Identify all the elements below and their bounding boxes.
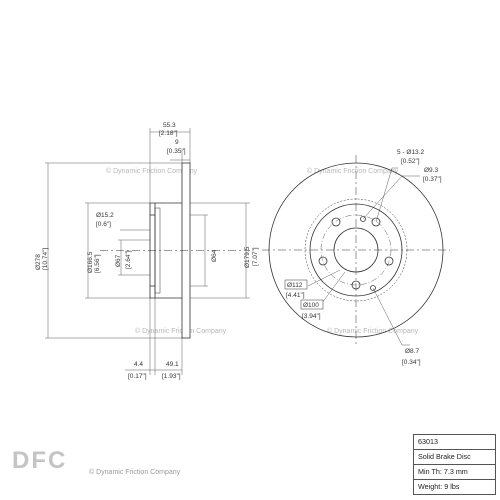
watermark-right-mid: © Dynamic Friction Company (327, 327, 419, 335)
bolt-hole-5 (331, 217, 341, 227)
spec-type: Solid Brake Disc (413, 449, 496, 465)
bolt-hole-2 (384, 256, 394, 266)
bolt-hole-3 (351, 280, 361, 290)
bolt-hole-1 (371, 217, 381, 227)
center-bore (333, 227, 379, 273)
dim-bolt-circle-in: [4.41"] (286, 292, 305, 299)
dim-locator-hole: Ø8.7 (405, 348, 419, 355)
dim-flange-offset-in: [0.17"] (128, 373, 147, 380)
dim-rotor-thickness: 9 (175, 139, 179, 146)
logo-caption: © Dynamic Friction Company (89, 468, 181, 476)
spec-part-number: 63013 (413, 434, 496, 450)
dim-hat-height: 49.1 (166, 361, 179, 368)
dim-pilot: Ø100 (303, 302, 319, 309)
small-hole-1 (360, 216, 366, 222)
dim-bolt-circle: Ø112 (287, 282, 303, 289)
dim-small-hole: Ø9.3 (424, 167, 438, 174)
dim-overall-thickness-in: [2.18"] (159, 130, 178, 137)
dim-hub-bore-in: [2.64"] (125, 250, 132, 269)
spec-weight: Weight: 9 lbs (413, 479, 496, 495)
dim-inner-friction-in: [7.07"] (252, 247, 259, 266)
small-hole-2 (370, 285, 376, 291)
watermark-right-top: © Dynamic Friction Company (307, 167, 399, 175)
dim-pilot-in: [3.94"] (302, 313, 321, 320)
dfc-logo: DFC (12, 447, 67, 474)
dim-outer-diameter: Ø278 (35, 254, 42, 270)
bolt-circle-label-box (284, 279, 308, 290)
watermark-top: © Dynamic Friction Company (106, 167, 198, 175)
dim-bolt-holes: 5 - Ø13.2 (397, 149, 424, 156)
dim-hat-diameter-in: [6.56"] (94, 254, 101, 273)
dim-flange-offset: 4.4 (134, 361, 143, 368)
dim-bolt-holes-in: [0.52"] (401, 158, 420, 165)
spec-table: 63013 Solid Brake Disc Min Th: 7.3 mm We… (413, 434, 496, 495)
dim-inner-friction: Ø179.5 (244, 246, 251, 268)
pilot-label-box (300, 299, 324, 310)
dim-center-hole-in: [0.6"] (96, 221, 111, 228)
watermark-mid: © Dynamic Friction Company (135, 327, 227, 335)
side-view (45, 128, 250, 375)
bolt-hole-4 (318, 256, 328, 266)
dim-rotor-thickness-in: [0.35"] (167, 148, 186, 155)
dim-locator-hole-in: [0.34"] (402, 359, 421, 366)
dim-center-hole: Ø15.2 (96, 212, 114, 219)
dim-overall-thickness: 55.3 (163, 122, 176, 129)
spec-min-thickness: Min Th: 7.3 mm (413, 464, 496, 480)
dim-hat-diameter: Ø166.5 (87, 251, 94, 273)
dim-small-hole-in: [0.37"] (423, 176, 442, 183)
dim-inner-hub: Ø64 (211, 249, 218, 262)
dim-hat-height-in: [1.93"] (162, 373, 181, 380)
front-view (262, 155, 450, 346)
dim-hub-bore: Ø67 (115, 254, 122, 267)
bolt-circle (320, 214, 392, 286)
hat-circle (309, 203, 403, 297)
dim-outer-diameter-in: [10.74"] (42, 248, 49, 270)
